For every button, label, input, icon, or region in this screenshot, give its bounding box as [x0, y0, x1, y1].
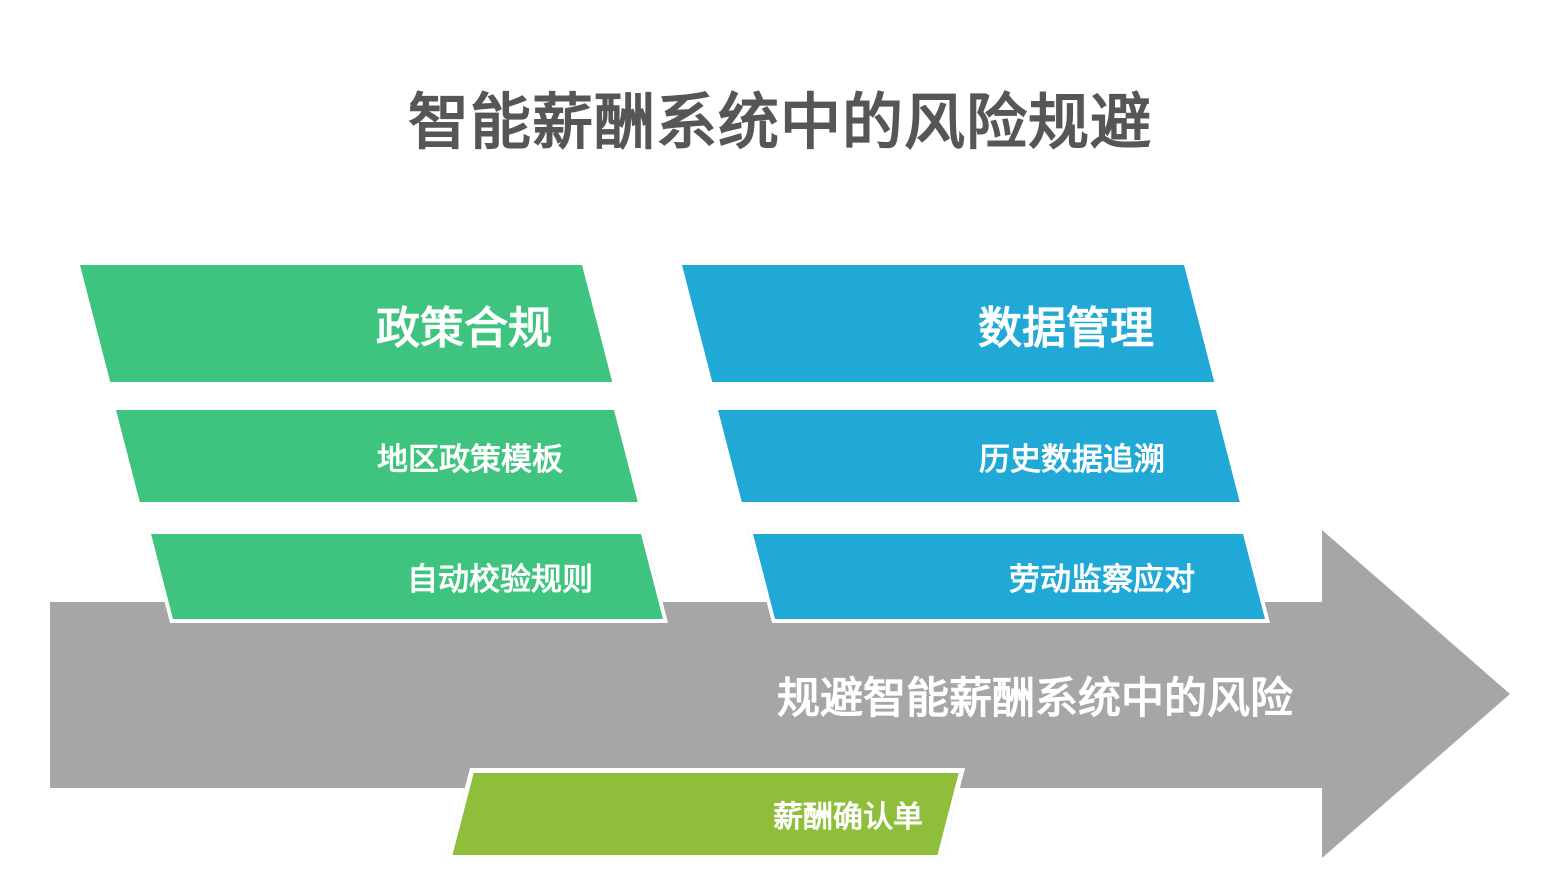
data-item-labor-inspection: 劳动监察应对	[748, 530, 1271, 623]
page-title: 智能薪酬系统中的风险规避	[407, 88, 1152, 156]
data-group-header-label: 数据管理	[978, 303, 1154, 353]
data-item-history-trace: 历史数据追溯	[718, 410, 1240, 502]
result-banner-label: 薪酬确认单	[773, 801, 923, 834]
data-group-header-banner: 数据管理	[682, 265, 1215, 382]
data-item-label: 历史数据追溯	[979, 441, 1165, 477]
result-banner-pay-confirmation: 薪酬确认单	[446, 768, 966, 860]
arrow-label: 规避智能薪酬系统中的风险	[777, 675, 1293, 723]
policy-group-header-label: 政策合规	[376, 303, 552, 353]
policy-group-header-banner: 政策合规	[80, 265, 613, 382]
policy-item-label: 地区政策模板	[377, 441, 563, 477]
policy-item-region-templates: 地区政策模板	[116, 410, 638, 502]
policy-item-label: 自动校验规则	[407, 562, 593, 597]
policy-item-auto-validation: 自动校验规则	[146, 530, 669, 623]
arrow-label-box: 规避智能薪酬系统中的风险	[50, 602, 1322, 788]
data-item-label: 劳动监察应对	[1009, 562, 1195, 597]
